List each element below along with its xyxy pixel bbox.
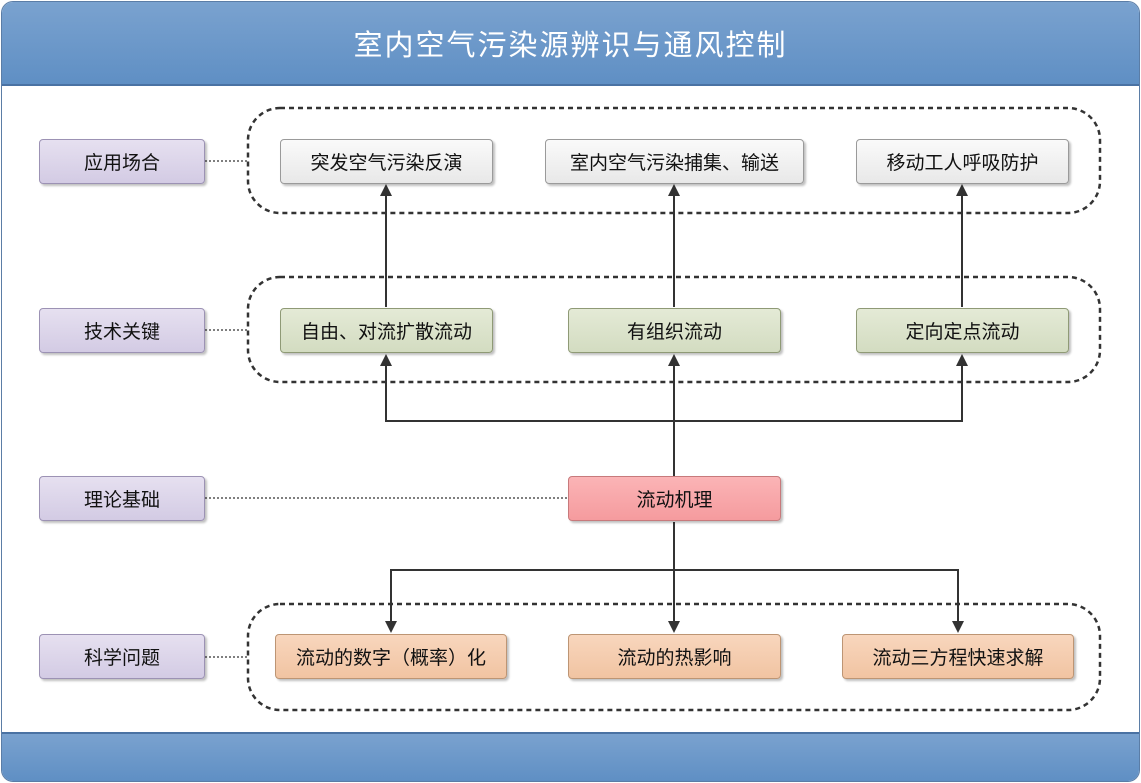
row-label-key-tech: 技术关键 [39, 308, 205, 353]
core-down-branch-right [674, 569, 964, 633]
core-branch-line [380, 354, 675, 476]
core-down-branch-left [385, 522, 675, 633]
row-label-application: 应用场合 [39, 139, 205, 184]
technology-box: 定向定点流动 [856, 308, 1069, 353]
science-box: 流动的热影响 [568, 634, 781, 679]
footer-bar [2, 732, 1139, 781]
technology-box: 有组织流动 [568, 308, 781, 353]
application-box: 移动工人呼吸防护 [856, 139, 1069, 184]
technology-box: 自由、对流扩散流动 [280, 308, 493, 353]
application-box: 突发空气污染反演 [280, 139, 493, 184]
row-label-science: 科学问题 [39, 634, 205, 679]
core-branch-line-right [674, 354, 968, 422]
diagram-title: 室内空气污染源辨识与通风控制 [353, 28, 788, 62]
core-theory-box: 流动机理 [568, 476, 781, 521]
science-box: 流动三方程快速求解 [842, 634, 1074, 679]
science-box: 流动的数字（概率）化 [275, 634, 507, 679]
science-group-outline [246, 602, 1102, 712]
row-label-theory: 理论基础 [39, 476, 205, 521]
application-box: 室内空气污染捕集、输送 [545, 139, 804, 184]
title-bar: 室内空气污染源辨识与通风控制 [2, 2, 1139, 86]
